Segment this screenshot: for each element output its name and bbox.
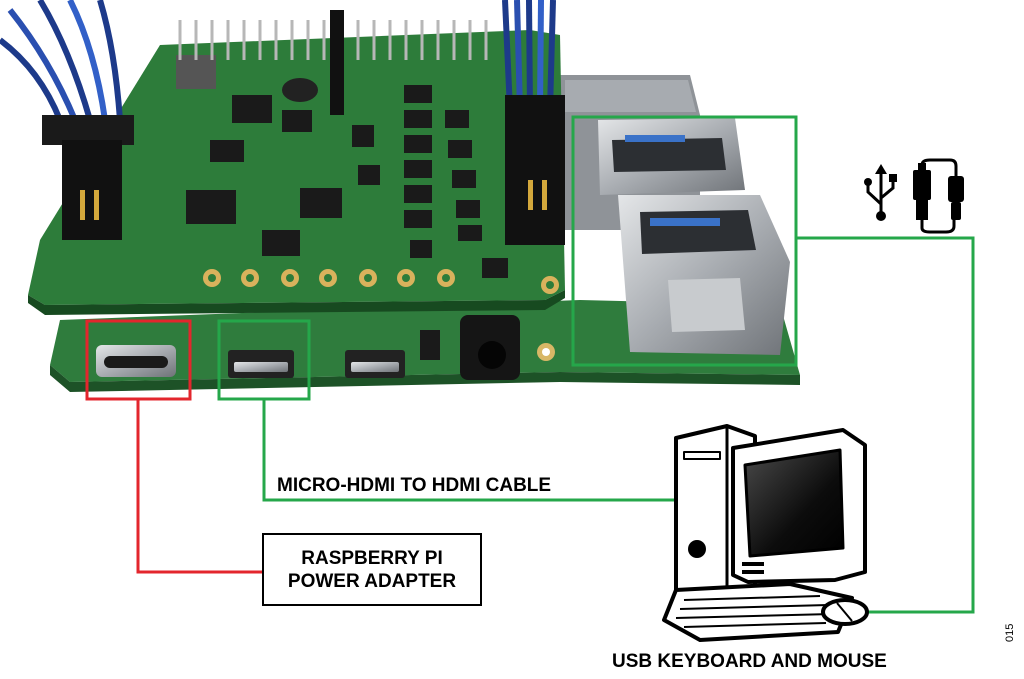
power-adapter-line1: RASPBERRY PI	[301, 547, 443, 569]
hdmi-cable-label: MICRO-HDMI TO HDMI CABLE	[277, 475, 552, 496]
usb-ports-highlight	[571, 115, 798, 367]
figure-number: 015	[1004, 623, 1016, 642]
board-connectors	[96, 315, 520, 380]
usb-symbol-icon	[864, 164, 897, 221]
usb-ports	[598, 118, 790, 355]
power-adapter-line2: POWER ADAPTER	[287, 570, 457, 592]
power-connection-line	[136, 399, 262, 574]
gpio-header	[178, 20, 488, 60]
power-adapter-box: RASPBERRY PI POWER ADAPTER	[262, 533, 482, 606]
jumper-wires-right	[502, 0, 556, 111]
jumper-wires-left	[0, 0, 123, 122]
usb-connection-line	[796, 236, 975, 614]
hdmi-connection-line	[262, 399, 690, 502]
usb-plug-icon	[913, 163, 956, 234]
usb-c-plug-icon	[920, 158, 964, 220]
usb-keyboard-mouse-caption: USB KEYBOARD AND MOUSE	[612, 651, 887, 672]
board-photo	[0, 0, 800, 392]
computer-icon	[662, 424, 869, 642]
